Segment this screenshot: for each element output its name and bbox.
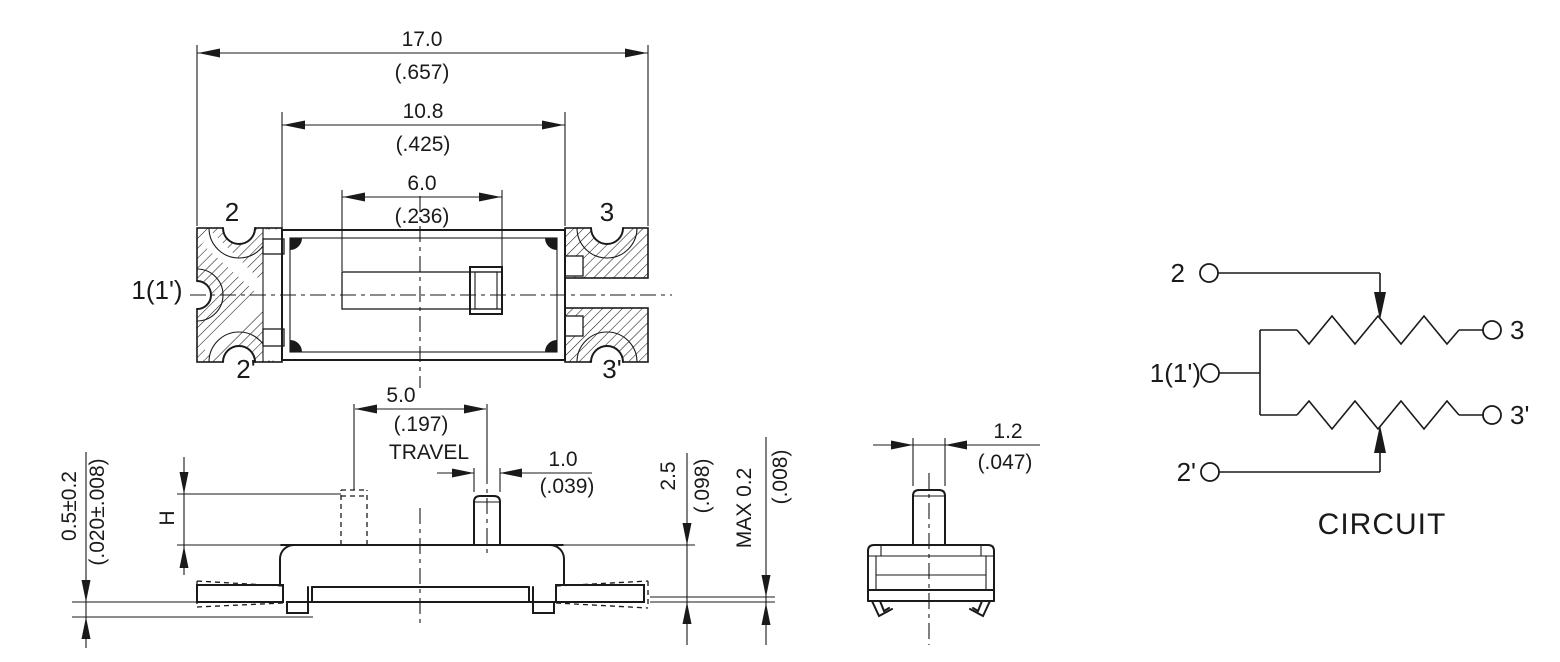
top-view-body	[281, 229, 566, 361]
terminal-label-3p: 3'	[602, 354, 621, 384]
terminal-label-2: 2	[225, 197, 239, 227]
top-view-left-terminal-block	[183, 212, 285, 378]
terminal-node-3p	[1482, 405, 1502, 425]
wiper-arrow-top	[1374, 292, 1386, 320]
terminal-label-1: 1(1')	[131, 275, 182, 305]
top-view-right-terminal-block	[564, 212, 649, 378]
dim-stem-width-inch: (.047)	[978, 451, 1033, 474]
end-view: 1.2 (.047)	[867, 420, 1040, 645]
dim-standoff-inch: (.020±.008)	[86, 458, 109, 565]
circuit-terminals	[1199, 263, 1502, 482]
dim-terminal-float-inch: (.008)	[769, 450, 792, 505]
dim-body-mm: 10.8	[403, 100, 444, 123]
dim-stem-width-mm: 1.2	[993, 420, 1022, 443]
front-view: 5.0 (.197) TRAVEL 1.0 (.039) H 0.5±0.2	[58, 384, 792, 648]
dim-slot-inch: (.236)	[395, 205, 450, 228]
dim-overall-inch: (.657)	[395, 61, 450, 84]
top-view: 17.0 (.657) 10.8 (.425) 6.0 (.236) 2 3 1…	[131, 28, 672, 388]
resistor-element-bottom	[1296, 399, 1460, 431]
dim-standoff-mm: 0.5±0.2	[58, 471, 81, 541]
terminal-node-3	[1482, 320, 1502, 340]
dim-body-height-mm: 2.5	[657, 461, 680, 490]
circuit-label-3: 3	[1510, 315, 1524, 345]
dim-slot-mm: 6.0	[407, 172, 436, 195]
circuit-labels: 2 1(1') 2' 3 3' CIRCUIT	[1150, 258, 1530, 541]
terminal-label-3: 3	[600, 197, 614, 227]
resistor-element-top	[1296, 314, 1460, 346]
end-view-dimensions: 1.2 (.047)	[873, 420, 1040, 486]
front-view-body	[72, 489, 775, 628]
circuit-label-2p: 2'	[1177, 457, 1196, 487]
top-view-dimensions: 17.0 (.657) 10.8 (.425) 6.0 (.236)	[196, 28, 649, 271]
wiper-arrow-bottom	[1374, 425, 1386, 453]
dim-travel-caption: TRAVEL	[389, 441, 469, 464]
circuit-label-2: 2	[1171, 258, 1185, 288]
dim-terminal-float-mm: MAX 0.2	[733, 468, 756, 549]
dim-travel-mm: 5.0	[386, 384, 415, 407]
dim-overall-mm: 17.0	[402, 28, 443, 51]
circuit-diagram: 2 1(1') 2' 3 3' CIRCUIT	[1150, 258, 1530, 541]
top-view-terminal-labels: 2 3 1(1') 2' 3'	[131, 197, 621, 384]
dim-knob-width-inch: (.039)	[540, 475, 595, 498]
circuit-wires	[1218, 272, 1483, 473]
circuit-label-3p: 3'	[1510, 400, 1529, 430]
terminal-node-1	[1200, 363, 1220, 383]
terminal-node-2p	[1200, 462, 1220, 482]
front-view-dimensions: 5.0 (.197) TRAVEL 1.0 (.039) H 0.5±0.2	[58, 384, 792, 648]
dim-knob-width-mm: 1.0	[548, 448, 577, 471]
dim-travel-inch: (.197)	[394, 413, 449, 436]
dim-body-height-inch: (.098)	[691, 459, 714, 514]
circuit-title: CIRCUIT	[1318, 508, 1447, 541]
terminal-node-2	[1199, 263, 1219, 283]
dim-body-inch: (.425)	[396, 133, 451, 156]
dim-knob-height-symbol: H	[156, 510, 179, 525]
circuit-label-1: 1(1')	[1150, 358, 1201, 388]
end-view-body	[867, 473, 995, 645]
terminal-label-2p: 2'	[236, 354, 255, 384]
